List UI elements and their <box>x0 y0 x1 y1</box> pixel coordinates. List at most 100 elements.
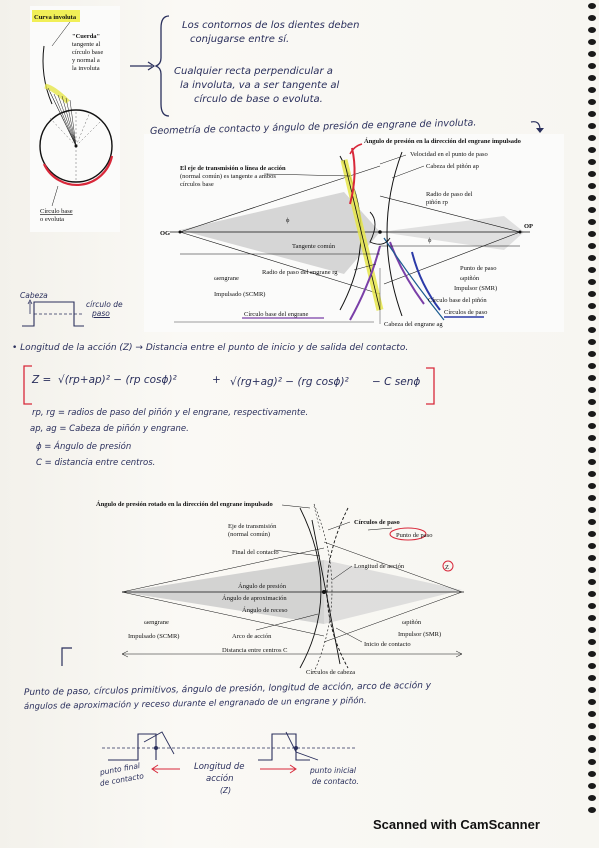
spiral-binding <box>588 3 596 813</box>
spiral-ring <box>588 579 596 585</box>
spiral-ring <box>588 807 596 813</box>
spiral-ring <box>588 111 596 117</box>
fig2-impulsado-label: Impulsado (SCMR) <box>128 633 179 640</box>
bottom-note-line-1: Punto de paso, círculos primitivos, ángu… <box>23 680 432 698</box>
cabeza-label: Cabeza <box>20 291 48 300</box>
fig2-approach-label: Ángulo de aproximación <box>222 594 287 602</box>
involute-arrow <box>130 61 156 71</box>
formula-term-3: − C senϕ <box>372 376 421 388</box>
spiral-ring <box>588 567 596 573</box>
fig1-tangent-label: Tangente común <box>292 243 336 250</box>
fig1-w-pinion-label: ωpiñón <box>460 275 480 282</box>
cuerda-label-2: tangente al <box>72 41 101 48</box>
spiral-ring <box>588 723 596 729</box>
fig2-head-circles-label: Círculos de cabeza <box>306 669 355 676</box>
spiral-ring <box>588 555 596 561</box>
fig1-pinion-head-label: Cabeza del piñón ap <box>426 163 479 170</box>
fig1-base-pinion-label: Círculo base del piñón <box>428 297 487 304</box>
fig1-axis-label-3: círculos base <box>180 181 214 188</box>
fig1-pitch-circles-label: Círculos de paso <box>444 309 487 316</box>
length-arrow <box>151 764 297 774</box>
length-action-title: • Longitud de la acción (Z) → Distancia … <box>12 343 409 353</box>
contact-geometry-figure: ϕ ϕ Ángulo de presión en la dirección de… <box>144 134 564 332</box>
fig2-pitch-circles-label: Círculos de paso <box>354 519 400 526</box>
length-label-1: Longitud de <box>194 762 245 772</box>
cuerda-label-1: "Cuerda" <box>72 33 100 40</box>
cabeza-sketch <box>22 299 84 327</box>
spiral-ring <box>588 531 596 537</box>
involute-title: Curva involuta <box>34 14 77 21</box>
spiral-ring <box>588 615 596 621</box>
spiral-ring <box>588 291 596 297</box>
note-line-3: Cualquier recta perpendicular a <box>174 66 333 77</box>
spiral-ring <box>588 315 596 321</box>
spiral-ring <box>588 27 596 33</box>
start-contact-label-1: punto inicial <box>310 766 356 775</box>
spiral-ring <box>588 351 596 357</box>
spiral-ring <box>588 219 596 225</box>
spiral-ring <box>588 75 596 81</box>
spiral-ring <box>588 495 596 501</box>
spiral-ring <box>588 15 596 21</box>
fig1-phi: ϕ <box>428 237 432 244</box>
cuerda-label-4: y normal a <box>72 57 100 64</box>
spiral-ring <box>588 735 596 741</box>
formula-term-2: √(rg+ag)² − (rg cosϕ)² <box>230 376 349 388</box>
fig1-gear-radius-label: Radio de paso del engrane rg <box>262 269 338 276</box>
spiral-ring <box>588 711 596 717</box>
spiral-ring <box>588 795 596 801</box>
spiral-ring <box>588 483 596 489</box>
heading-arrow-icon <box>530 121 544 133</box>
fig2-length-label: Longitud de acción <box>354 563 405 570</box>
fig2-distance-label: Distancia entre centros C <box>222 647 288 654</box>
note-line-1: Los contornos de los dientes deben <box>182 20 360 31</box>
fig1-og-label: OG <box>160 230 170 237</box>
fig1-pressure-label: Ángulo de presión en la dirección del en… <box>364 137 521 145</box>
formula-brackets <box>23 365 435 405</box>
def-line-1: rp, rg = radios de paso del piñón y el e… <box>32 408 309 418</box>
spiral-ring <box>588 651 596 657</box>
fig1-velocity-label: Velocidad en el punto de paso <box>410 151 488 158</box>
spiral-ring <box>588 159 596 165</box>
fig2-axis-label-1: Eje de transmisión <box>228 523 277 530</box>
spiral-ring <box>588 699 596 705</box>
fig2-pressure-angle-label: Ángulo de presión <box>238 582 287 590</box>
length-label-2: acción <box>206 774 234 784</box>
formula-plus: + <box>212 374 221 386</box>
spiral-ring <box>588 339 596 345</box>
def-line-2: ap, ag = Cabeza de piñón y engrane. <box>30 424 189 434</box>
spiral-ring <box>588 447 596 453</box>
fig1-impulsor-label: Impulsor (SMR) <box>454 285 497 292</box>
spiral-ring <box>588 363 596 369</box>
def-line-3: ϕ = Ángulo de presión <box>36 442 132 452</box>
spiral-ring <box>588 411 596 417</box>
note-line-4: la involuta, va a ser tangente al <box>180 80 340 91</box>
spiral-ring <box>588 627 596 633</box>
spiral-ring <box>588 207 596 213</box>
spiral-ring <box>588 759 596 765</box>
spiral-ring <box>588 423 596 429</box>
corner-mark-icon <box>61 647 72 666</box>
circulo-label-1: círculo de <box>86 300 123 309</box>
spiral-ring <box>588 279 596 285</box>
fig1-gear-head-label: Cabeza del engrane ag <box>384 321 443 328</box>
spiral-ring <box>588 243 596 249</box>
spiral-ring <box>588 171 596 177</box>
fig1-radius-label-1: Radio de paso del <box>426 191 473 198</box>
spiral-ring <box>588 747 596 753</box>
spiral-ring <box>588 183 596 189</box>
spiral-ring <box>588 87 596 93</box>
spiral-ring <box>588 147 596 153</box>
spiral-ring <box>588 771 596 777</box>
fig1-radius-label-2: piñón rp <box>426 199 448 206</box>
spiral-ring <box>588 435 596 441</box>
fig1-w-gear-label: ωengrane <box>214 275 239 282</box>
spiral-ring <box>588 459 596 465</box>
fig1-axis-label-1: El eje de transmisión o línea de acción <box>180 165 286 172</box>
formula-lhs: Z = <box>32 374 52 386</box>
fig2-end-contact-label: Final del contacto <box>232 549 279 556</box>
spiral-ring <box>588 195 596 201</box>
fig1-base-gear-label: Círculo base del engrane <box>244 311 309 318</box>
spiral-ring <box>588 687 596 693</box>
